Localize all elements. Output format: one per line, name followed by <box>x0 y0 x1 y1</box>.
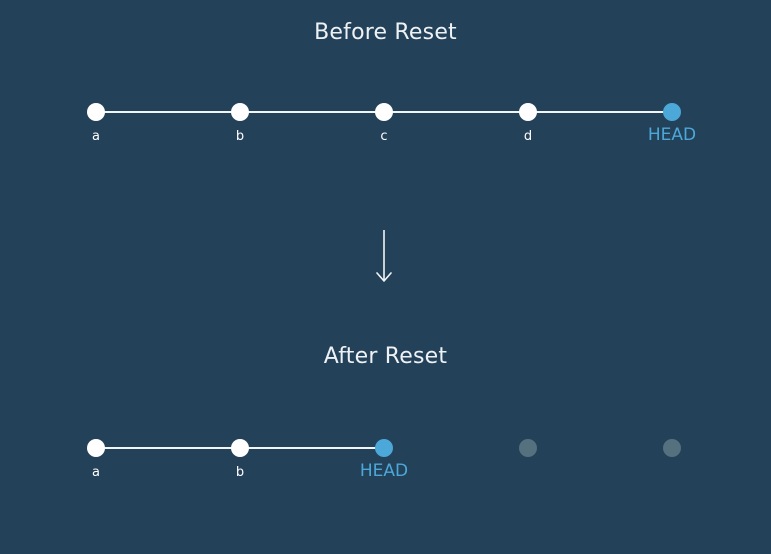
commit-edge <box>528 111 672 113</box>
commit-edge <box>96 111 240 113</box>
commit-edge <box>240 111 384 113</box>
head-pointer-label: HEAD <box>647 125 697 145</box>
commit-label: b <box>235 465 245 480</box>
commit-edge <box>96 447 240 449</box>
commit-edge <box>384 111 528 113</box>
section-title-after-reset: After Reset <box>323 344 448 369</box>
commit-node-head[interactable] <box>375 439 393 457</box>
commit-label: d <box>523 129 533 144</box>
commit-node[interactable] <box>87 439 105 457</box>
down-arrow-icon <box>376 230 392 282</box>
commit-graph-before-reset: a b c d HEAD <box>0 82 771 145</box>
section-title-before-reset: Before Reset <box>314 20 457 45</box>
commit-node[interactable] <box>375 103 393 121</box>
commit-node-head[interactable] <box>663 103 681 121</box>
commit-graph-after-reset: a b HEAD <box>0 418 771 481</box>
commit-node[interactable] <box>231 103 249 121</box>
commit-node-discarded[interactable] <box>519 439 537 457</box>
commit-node[interactable] <box>519 103 537 121</box>
commit-label: a <box>92 465 100 480</box>
commit-node[interactable] <box>87 103 105 121</box>
head-pointer-label: HEAD <box>359 461 409 481</box>
commit-edge <box>240 447 384 449</box>
commit-node-discarded[interactable] <box>663 439 681 457</box>
commit-label: b <box>235 129 245 144</box>
commit-node[interactable] <box>231 439 249 457</box>
commit-label: c <box>380 129 388 144</box>
commit-label: a <box>92 129 100 144</box>
